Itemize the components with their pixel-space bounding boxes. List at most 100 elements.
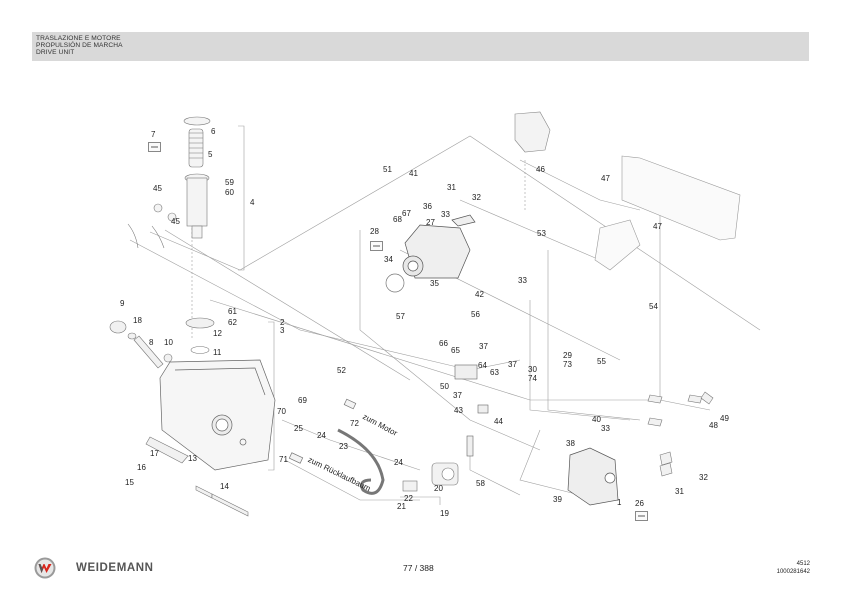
callout-69: 69: [298, 396, 307, 405]
callout-73: 73: [563, 360, 572, 369]
hydraulic-tank: [159, 359, 276, 471]
callout-39: 39: [553, 495, 562, 504]
callout-3: 3: [280, 326, 285, 335]
callout-33c: 33: [601, 424, 610, 433]
callout-31a: 31: [447, 183, 456, 192]
callout-35: 35: [430, 279, 439, 288]
callout-36: 36: [423, 202, 432, 211]
callout-64: 64: [478, 361, 487, 370]
callout-21: 21: [397, 502, 406, 511]
callout-19: 19: [440, 509, 449, 518]
callout-18: 18: [133, 316, 142, 325]
callout-37a: 37: [479, 342, 488, 351]
callout-48: 48: [709, 421, 718, 430]
callout-5: 5: [208, 150, 213, 159]
callout-44: 44: [494, 417, 503, 426]
callout-8: 8: [149, 338, 154, 347]
callout-16: 16: [137, 463, 146, 472]
callout-4: 4: [250, 198, 255, 207]
callout-66: 66: [439, 339, 448, 348]
travel-motor: [385, 214, 476, 293]
doc-number: 1000281642: [776, 568, 810, 575]
callout-51: 51: [383, 165, 392, 174]
callout-29: 29: [563, 351, 572, 360]
callout-23: 23: [339, 442, 348, 451]
callout-25: 25: [294, 424, 303, 433]
callout-41: 41: [409, 169, 418, 178]
callout-74: 74: [528, 374, 537, 383]
callout-45a: 45: [153, 184, 162, 193]
ref-code: 4512: [796, 561, 810, 567]
callout-17: 17: [150, 449, 159, 458]
callout-59: 59: [225, 178, 234, 187]
bracket-2-3: [268, 321, 275, 471]
header-title-spanish: PROPULSIÓN DE MARCHA: [36, 42, 123, 49]
callout-60: 60: [225, 188, 234, 197]
callout-52: 52: [337, 366, 346, 375]
callout-67: 67: [402, 209, 411, 218]
callout-72: 72: [350, 419, 359, 428]
callout-27: 27: [426, 218, 435, 227]
callout-7: 7: [151, 130, 156, 139]
page-number: 77 / 388: [403, 563, 434, 573]
callout-45b: 45: [171, 217, 180, 226]
callout-34: 34: [384, 255, 393, 264]
callout-70: 70: [277, 407, 286, 416]
callout-14: 14: [220, 482, 229, 491]
callout-55: 55: [597, 357, 606, 366]
callout-32b: 32: [699, 473, 708, 482]
header-title-english: DRIVE UNIT: [36, 49, 75, 56]
callout-33a: 33: [441, 210, 450, 219]
bracket-19: [400, 496, 441, 505]
brand-name: WEIDEMANN: [76, 562, 154, 574]
weidemann-logo-icon: [34, 557, 56, 579]
callout-53: 53: [537, 229, 546, 238]
callout-71: 71: [279, 455, 288, 464]
note-icon: [635, 511, 648, 521]
callout-50: 50: [440, 382, 449, 391]
callout-22: 22: [404, 494, 413, 503]
note-icon: [148, 142, 161, 152]
callout-24a: 24: [317, 431, 326, 440]
header-title-italian: TRASLAZIONE E MOTORE: [36, 35, 121, 42]
callout-57: 57: [396, 312, 405, 321]
callout-61: 61: [228, 307, 237, 316]
callout-2: 2: [280, 318, 285, 327]
callout-65: 65: [451, 346, 460, 355]
callout-13: 13: [188, 454, 197, 463]
callout-42: 42: [475, 290, 484, 299]
hydrostatic-pump: [567, 447, 619, 506]
callout-56: 56: [471, 310, 480, 319]
callout-58: 58: [476, 479, 485, 488]
callout-28: 28: [370, 227, 379, 236]
callout-11: 11: [213, 348, 222, 357]
callout-15: 15: [125, 478, 134, 487]
document-reference: 4512 1000281642: [777, 561, 810, 576]
callout-12: 12: [213, 329, 222, 338]
callout-62: 62: [228, 318, 237, 327]
callout-54: 54: [649, 302, 658, 311]
callout-24b: 24: [394, 458, 403, 467]
callout-47a: 47: [601, 174, 610, 183]
callout-26: 26: [635, 499, 644, 508]
callout-9: 9: [120, 299, 125, 308]
filler-cap: [109, 320, 127, 334]
page-header: TRASLAZIONE E MOTORE PROPULSIÓN DE MARCH…: [32, 32, 809, 61]
callout-10: 10: [164, 338, 173, 347]
callout-32a: 32: [472, 193, 481, 202]
callout-37c: 37: [453, 391, 462, 400]
callout-37b: 37: [508, 360, 517, 369]
bracket-4: [238, 125, 245, 271]
callout-33b: 33: [518, 276, 527, 285]
callout-49: 49: [720, 414, 729, 423]
callout-31b: 31: [675, 487, 684, 496]
callout-40: 40: [592, 415, 601, 424]
callout-6: 6: [211, 127, 216, 136]
callout-63: 63: [490, 368, 499, 377]
callout-38: 38: [566, 439, 575, 448]
callout-43: 43: [454, 406, 463, 415]
note-icon: [370, 241, 383, 251]
callout-46: 46: [536, 165, 545, 174]
callout-20: 20: [434, 484, 443, 493]
